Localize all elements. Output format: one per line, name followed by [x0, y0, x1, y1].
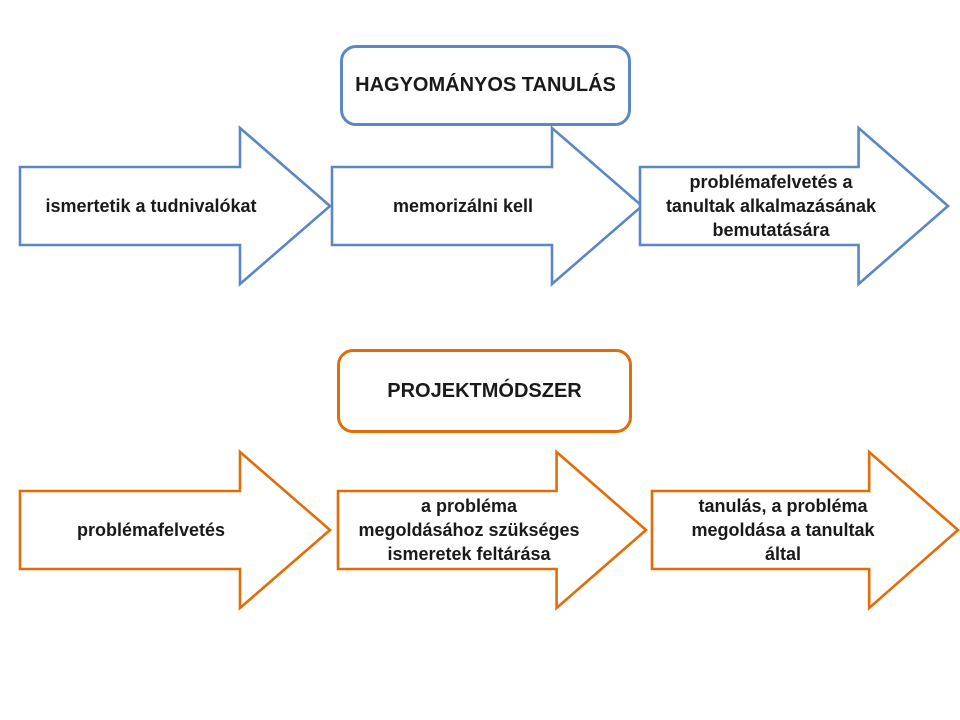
section-title-box-traditional: HAGYOMÁNYOS TANULÁS	[340, 45, 631, 126]
arrow-step-traditional-3: problémafelvetés a tanultak alkalmazásán…	[640, 128, 948, 284]
section-title: HAGYOMÁNYOS TANULÁS	[355, 74, 616, 96]
arrow-label: tanulás, a probléma megoldása a tanultak…	[691, 495, 875, 565]
right-arrow-shape	[20, 128, 330, 284]
arrow-label: a probléma megoldásához szükséges ismere…	[358, 495, 580, 565]
right-arrow-shape	[332, 128, 642, 284]
arrow-label: problémafelvetés	[76, 519, 226, 540]
section-title-box-project: PROJEKTMÓDSZER	[337, 349, 632, 433]
right-arrow-shape	[20, 452, 330, 608]
arrow-step-traditional-2: memorizálni kell	[332, 128, 642, 284]
arrow-step-traditional-1: ismertetik a tudnivalókat	[20, 128, 330, 284]
right-arrow-shape	[640, 128, 948, 284]
arrow-step-project-3: tanulás, a probléma megoldása a tanultak…	[652, 452, 958, 608]
arrow-label: problémafelvetés a tanultak alkalmazásán…	[665, 171, 877, 241]
right-arrow-shape	[338, 452, 646, 608]
right-arrow-shape	[652, 452, 958, 608]
section-title: PROJEKTMÓDSZER	[387, 379, 582, 402]
arrow-step-project-1: problémafelvetés	[20, 452, 330, 608]
arrow-label: ismertetik a tudnivalókat	[45, 195, 257, 216]
arrow-label: memorizálni kell	[392, 195, 534, 216]
arrow-step-project-2: a probléma megoldásához szükséges ismere…	[338, 452, 646, 608]
